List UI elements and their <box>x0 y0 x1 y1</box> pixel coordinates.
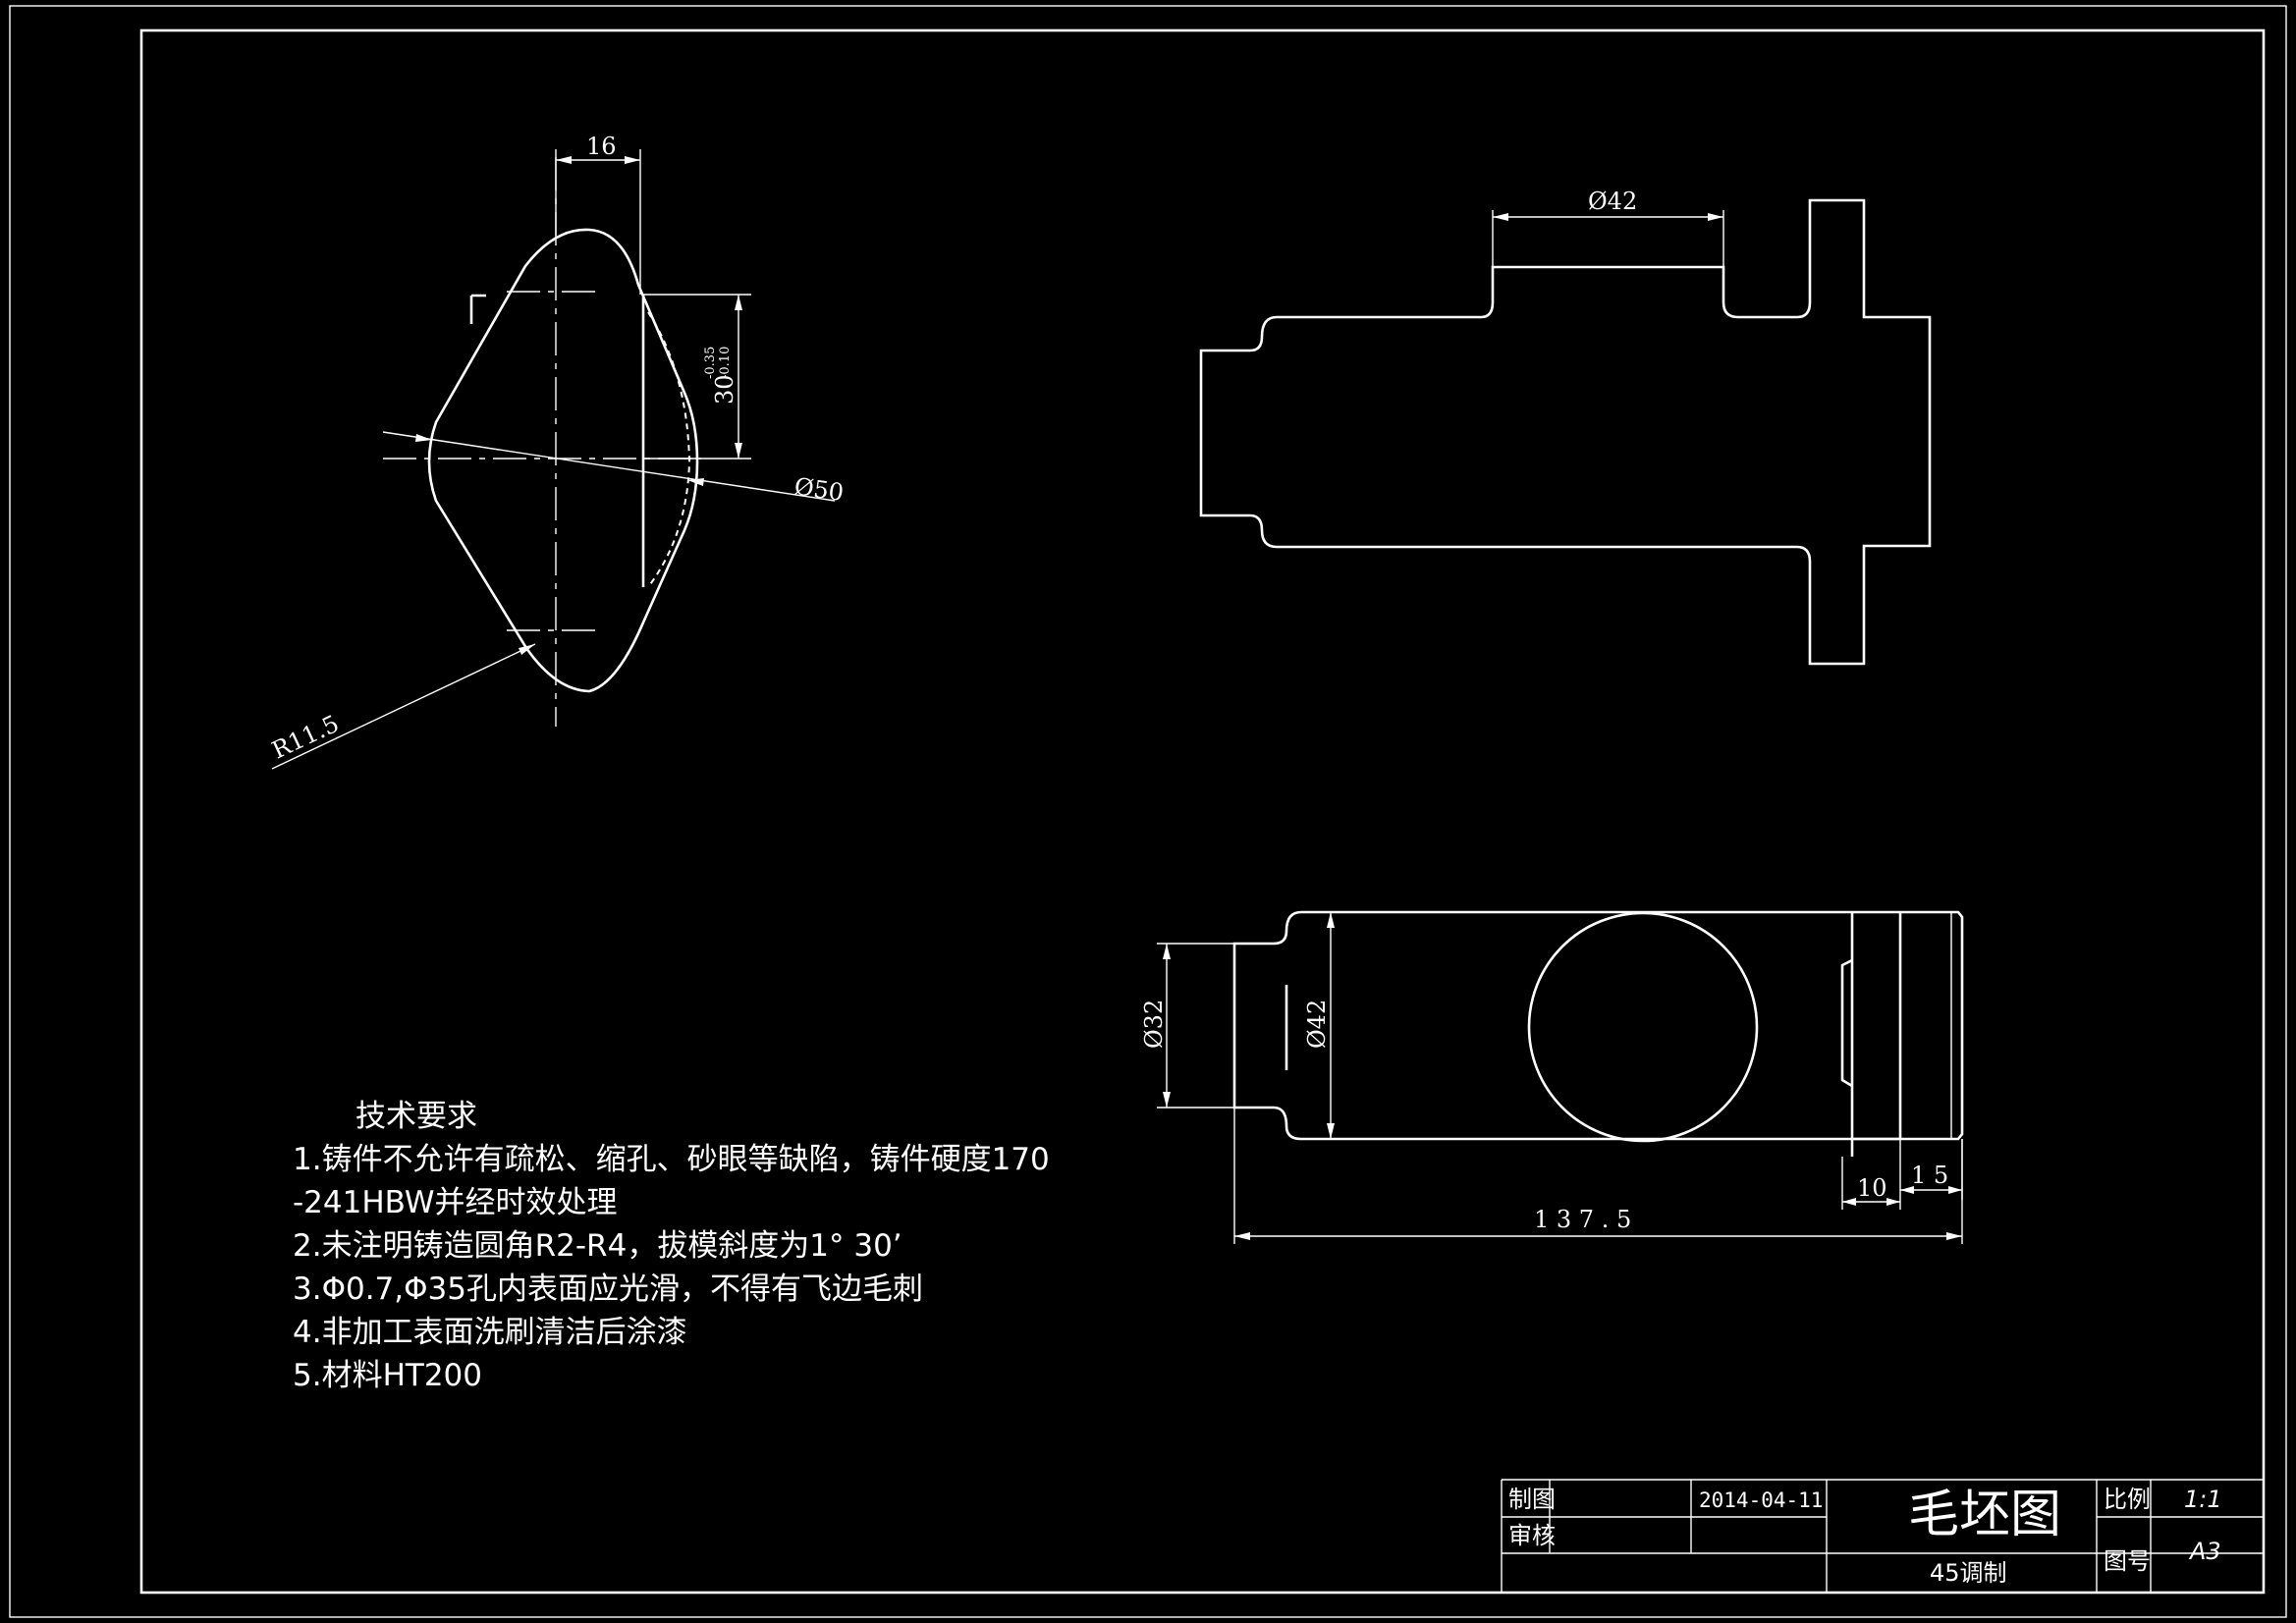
tech-title: 技术要求 <box>355 1099 477 1134</box>
inner-frame <box>139 28 2266 1595</box>
shaft-top-outline <box>1199 198 1932 666</box>
tb-drawn-label: 制图 <box>1508 1486 1556 1513</box>
tb-checked-label: 审核 <box>1508 1522 1556 1549</box>
tech-line-4: 3.Φ0.7,Φ35孔内表面应光滑，不得有飞边毛刺 <box>293 1271 923 1307</box>
tb-number-label: 图号 <box>2104 1547 2151 1575</box>
dim-10-label: 10 <box>1857 1174 1887 1202</box>
flange-step <box>469 294 486 324</box>
shaft-bottom-groove <box>1840 958 1853 1088</box>
dim-phi42-top-label: Ø42 <box>1588 188 1637 215</box>
title-block: 制图 审核 2014-04-11 毛坯图 45调制 比例 1:1 图号 A3 <box>1501 1479 2264 1593</box>
dim-137-5-label: 1 3 7 . 5 <box>1534 1206 1631 1233</box>
dim-30-tol-upper: -0.35 <box>703 347 718 379</box>
tech-line-1: 1.铸件不允许有疏松、缩孔、砂眼等缺陷，铸件硬度170 <box>293 1142 1050 1177</box>
tb-material: 45调制 <box>1930 1559 2007 1587</box>
shaft-bottom-view <box>1232 910 1964 1157</box>
dimension-phi50: Ø50 <box>382 431 846 507</box>
dim-phi50-label: Ø50 <box>793 472 846 507</box>
outer-border <box>9 5 2287 1618</box>
tb-scale-value: 1:1 <box>2184 1486 2222 1513</box>
flange-outline <box>427 228 699 693</box>
dimension-15: 1 5 <box>1900 1139 1963 1200</box>
shaft-top-view <box>1199 198 1932 666</box>
dimension-r115: R11.5 <box>268 643 536 770</box>
dimension-phi42-top: Ø42 <box>1492 188 1724 267</box>
dim-16-label: 16 <box>586 133 617 160</box>
tb-scale-label: 比例 <box>2104 1486 2151 1513</box>
tb-date: 2014-04-11 <box>1699 1488 1823 1512</box>
dim-30-tol-lower: -0.10 <box>718 347 733 379</box>
dimension-10: 10 <box>1841 1139 1901 1210</box>
dim-phi42-bottom-label: Ø42 <box>1303 1000 1331 1049</box>
shaft-bottom-circle <box>1527 911 1759 1143</box>
tech-line-6: 5.材料HT200 <box>293 1358 482 1393</box>
dimension-phi42-bottom: Ø42 <box>1303 912 1335 1139</box>
dimension-16: 16 <box>555 133 641 295</box>
tb-drawing-title: 毛坯图 <box>1908 1486 2061 1544</box>
shaft-bottom-outline <box>1232 910 1964 1141</box>
flange-view <box>383 157 701 727</box>
technical-requirements: 技术要求 1.铸件不允许有疏松、缩孔、砂眼等缺陷，铸件硬度170 -241HBW… <box>293 1099 1050 1393</box>
tech-line-2: -241HBW并经时效处理 <box>293 1185 617 1220</box>
dimension-phi32: Ø32 <box>1140 943 1234 1109</box>
dimension-30: 30 -0.35 -0.10 <box>643 294 751 460</box>
flange-hidden-curve <box>647 311 691 588</box>
tech-line-3: 2.未注明铸造圆角R2-R4，拔模斜度为1° 30’ <box>293 1228 902 1264</box>
tech-line-5: 4.非加工表面洗刷清洁后涂漆 <box>293 1315 687 1350</box>
tb-number-value: A3 <box>2188 1538 2221 1565</box>
dim-r115-label: R11.5 <box>268 710 344 765</box>
dim-15-label: 1 5 <box>1911 1162 1948 1189</box>
dim-phi32-label: Ø32 <box>1140 1000 1168 1049</box>
dim-30-label: 30 <box>711 374 738 405</box>
